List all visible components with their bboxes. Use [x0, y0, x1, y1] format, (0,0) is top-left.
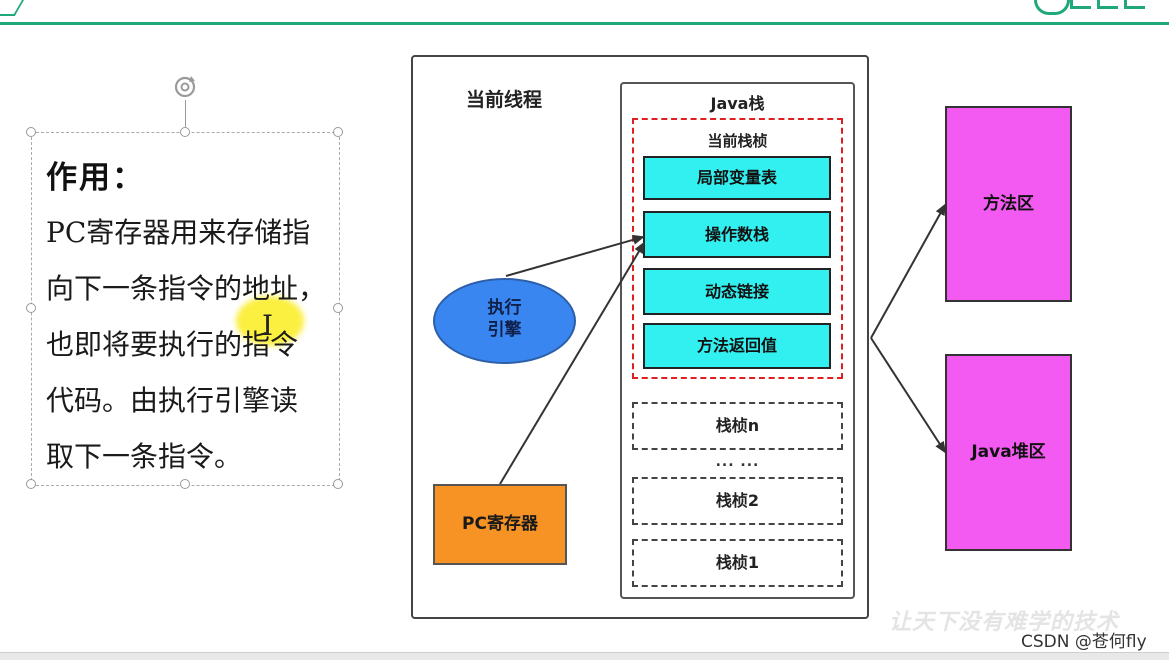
thread-box	[411, 55, 869, 619]
textbox-line: 代码。由执行引擎读	[46, 384, 299, 417]
engine-to-operand-stack-arrow	[505, 234, 645, 277]
stack-frame-2: 栈桢2	[632, 477, 843, 525]
current-frame-title: 当前栈桢	[707, 132, 768, 150]
stack-frame-n: 栈桢n	[632, 402, 843, 450]
textbox-line: PC寄存器用来存储指	[46, 216, 311, 249]
stack-to-heap-arrow	[870, 337, 947, 454]
pc-register-node: PC寄存器	[433, 484, 567, 565]
brand-logo-text-icon	[1070, 0, 1160, 9]
dynamic-linking-cell: 动态链接	[643, 268, 831, 315]
method-area-node: 方法区	[945, 106, 1072, 302]
stack-to-method-area-arrow	[870, 203, 946, 339]
resize-handle-top-left[interactable]	[26, 127, 36, 137]
stack-frame-1: 栈桢1	[632, 539, 843, 587]
pc-to-operand-stack-arrow	[499, 241, 646, 485]
textbox-line: 取下一条指令。	[46, 440, 243, 473]
resize-handle-bottom-right[interactable]	[333, 479, 343, 489]
textbox-line: 向下一条指令的地址，	[46, 272, 327, 305]
text-cursor-icon: I	[262, 309, 274, 342]
cursor-highlight	[236, 296, 304, 346]
csdn-credit: CSDN @苍何fly	[1021, 632, 1147, 652]
heap-area-node: Java堆区	[945, 354, 1072, 551]
rotate-handle-icon[interactable]	[171, 72, 199, 100]
execution-engine-node	[433, 278, 576, 364]
frames-ellipsis: ... ...	[715, 454, 760, 470]
resize-handle-left[interactable]	[26, 303, 36, 313]
local-variables-cell: 局部变量表	[643, 156, 831, 200]
resize-handle-top-right[interactable]	[333, 127, 343, 137]
resize-handle-bottom[interactable]	[180, 479, 190, 489]
watermark: 让天下没有难学的技术	[889, 609, 1120, 635]
resize-handle-top[interactable]	[180, 127, 190, 137]
operand-stack-cell: 操作数栈	[643, 211, 831, 258]
current-frame-box	[632, 118, 843, 379]
rotate-handle-stem	[185, 100, 186, 127]
java-stack-title: Java栈	[710, 94, 765, 113]
execution-engine-label: 执行 引擎	[487, 298, 522, 340]
textbox-body[interactable]: PC寄存器用来存储指 向下一条指令的地址， 也即将要执行的指令 代码。由执行引擎…	[46, 205, 336, 485]
top-band	[0, 0, 1169, 25]
java-stack-box	[620, 82, 855, 599]
return-address-cell: 方法返回值	[643, 323, 831, 369]
resize-handle-bottom-left[interactable]	[26, 479, 36, 489]
resize-handle-right[interactable]	[333, 303, 343, 313]
bottom-scrollbar[interactable]	[0, 652, 1169, 660]
textbox-heading: 作用：	[46, 160, 145, 196]
textbox-line: 也即将要执行的指令	[46, 328, 299, 361]
thread-title: 当前线程	[466, 89, 543, 111]
